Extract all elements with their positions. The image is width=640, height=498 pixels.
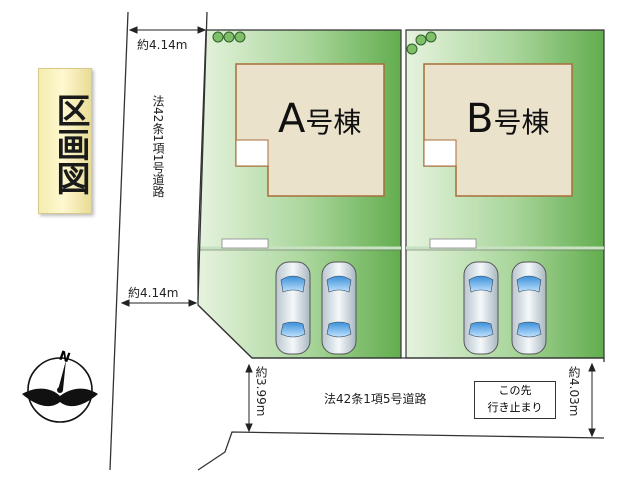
west-road-width-bottom: 約4.14m [128, 286, 179, 300]
lot-a-label: A号棟 [278, 96, 361, 142]
dead-end-note: この先 行き止まり [474, 381, 556, 419]
road-lines [109, 11, 605, 471]
lot-a-suffix: 号棟 [305, 106, 362, 139]
dead-end-line2: 行き止まり [487, 401, 543, 414]
south-road-width-left: 約3.99m [254, 366, 268, 417]
car-icons [275, 261, 547, 355]
south-road-name: 法42条1項5号道路 [324, 392, 427, 406]
compass-icon [22, 357, 98, 423]
lot-b-letter: B [466, 96, 494, 142]
plan-title-badge: 区画図 [38, 68, 92, 214]
plan-title: 区画図 [50, 93, 90, 195]
west-road-name: 法42条1項1号道路 [151, 95, 165, 198]
south-road-width-right: 約4.03m [567, 366, 581, 417]
lot-b-suffix: 号棟 [493, 106, 550, 139]
tree-icons [212, 31, 437, 55]
lot-a-letter: A [278, 96, 306, 142]
dimension-arrows [120, 26, 596, 438]
lot-b-label: B号棟 [466, 96, 549, 142]
dead-end-line1: この先 [498, 384, 532, 397]
west-road-width-top: 約4.14m [137, 38, 188, 52]
